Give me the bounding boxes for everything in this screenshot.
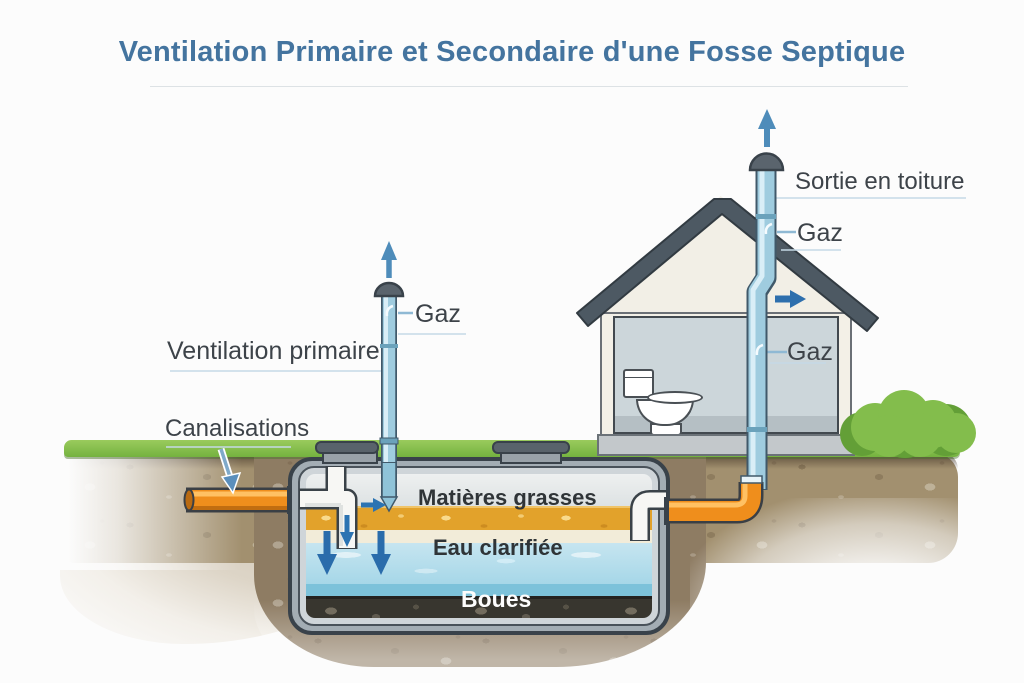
clarified-water-layer (306, 543, 652, 584)
label-ventilation-primaire: Ventilation primaire (167, 337, 380, 365)
label-matieres-grasses: Matières grasses (418, 485, 597, 510)
title-underline (150, 86, 908, 87)
toilet-lid-line (623, 377, 654, 378)
deep-water-band (306, 584, 652, 596)
inlet-pipe (183, 486, 292, 514)
leader-lines (166, 197, 966, 448)
roof (576, 198, 879, 332)
gas-point-hooks (385, 222, 773, 356)
down-arrow-baffle (340, 515, 354, 547)
label-canalisations: Canalisations (165, 415, 310, 442)
gas-right-arrow-attic (775, 290, 806, 308)
toilet-cistern (623, 369, 654, 398)
down-arrow-water-left (317, 531, 337, 575)
scum-layer (306, 506, 652, 532)
tank-headspace (306, 474, 652, 506)
roof-vent-cap (748, 152, 785, 172)
label-gaz-attic: Gaz (787, 338, 833, 366)
outlet-baffle (630, 490, 669, 541)
label-eau-clarifiee: Eau clarifiée (433, 535, 563, 560)
label-dashes (398, 230, 796, 354)
outlet-pipe (664, 475, 764, 525)
septic-tank-contents (306, 474, 652, 618)
scum-underside (306, 530, 652, 543)
gas-right-arrow-scum (361, 498, 386, 512)
inlet-baffle (299, 466, 358, 549)
bush (840, 390, 976, 458)
label-gaz-tank-vent: Gaz (415, 300, 461, 328)
tank-vent-pipe (379, 295, 399, 513)
label-sortie-en-toiture: Sortie en toiture (795, 168, 965, 195)
tank-vent-cap (373, 281, 405, 298)
down-arrow-water-right (371, 531, 391, 575)
gas-up-arrow-tank-vent (381, 241, 397, 278)
manhole-cover-left (315, 441, 379, 454)
label-gaz-roof: Gaz (797, 219, 843, 247)
diagram-title: Ventilation Primaire et Secondaire d'une… (118, 36, 906, 68)
manhole-cover-right (492, 441, 570, 454)
gas-up-arrow-roof (758, 109, 776, 147)
toilet-seat (647, 391, 703, 404)
canalisations-arrow (217, 447, 242, 495)
sludge-layer (306, 596, 652, 618)
label-boues: Boues (461, 586, 532, 612)
house-vent-pipe (746, 162, 777, 490)
